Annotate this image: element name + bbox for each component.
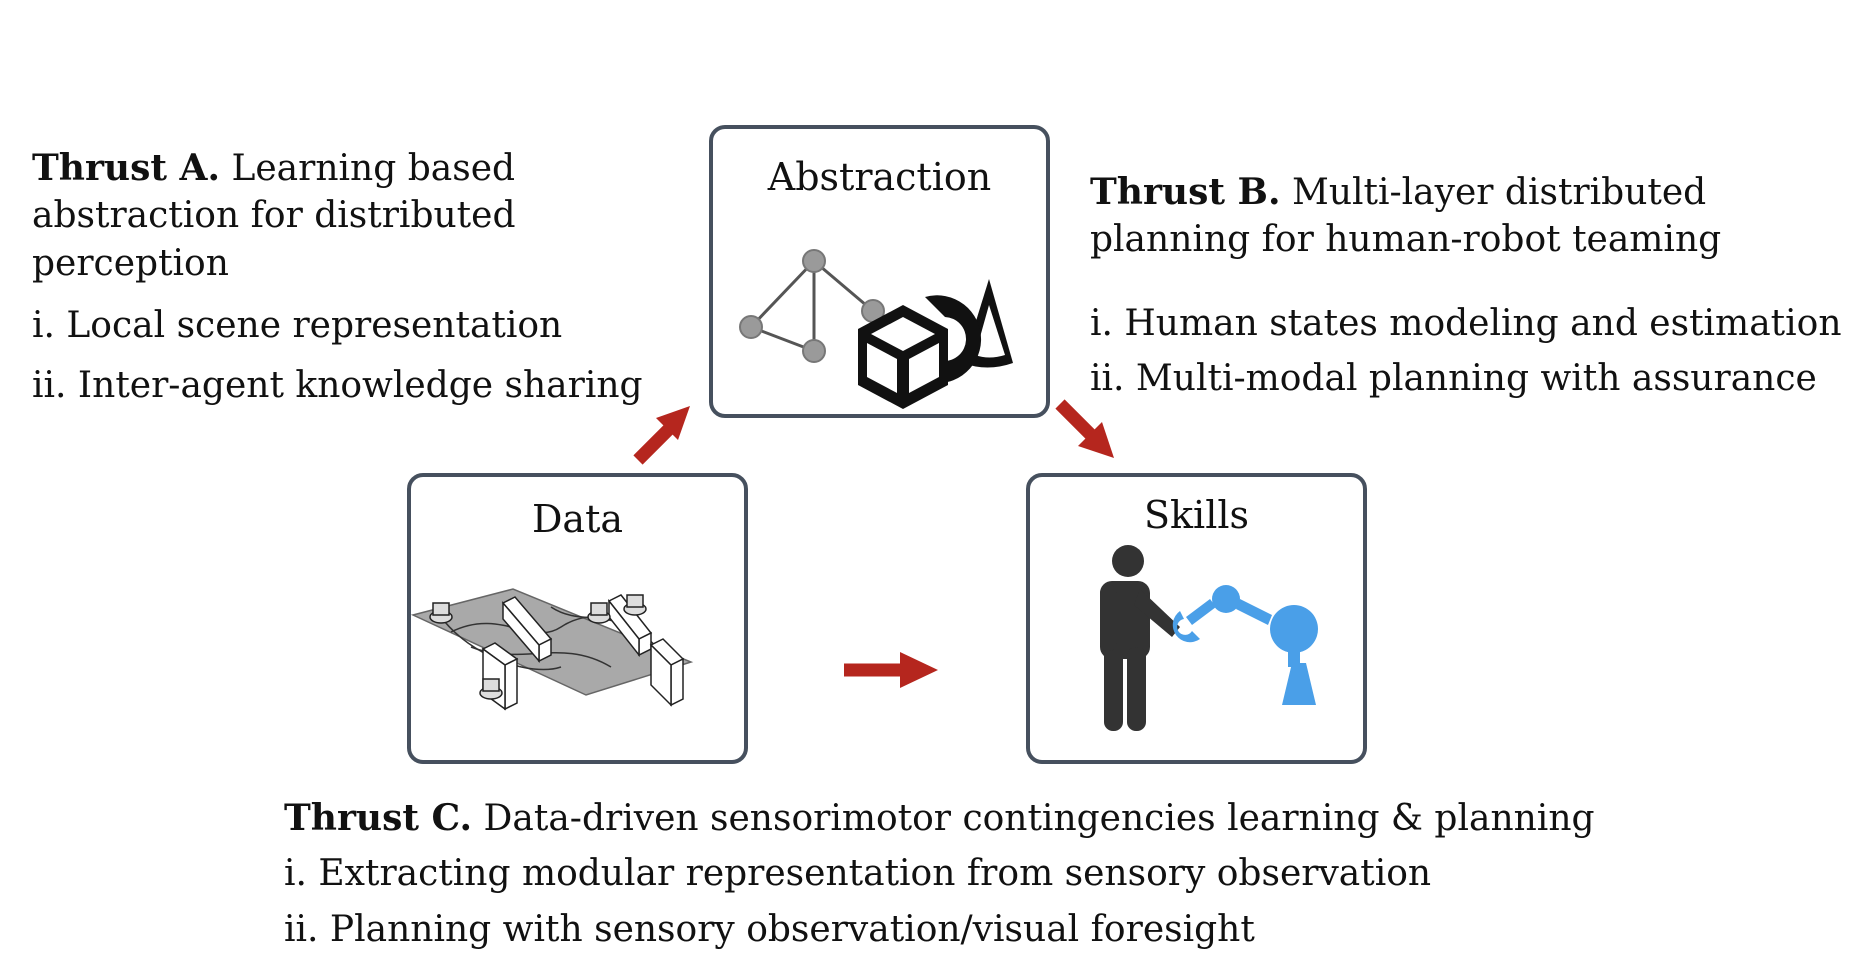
- thrust-a-item-2: ii. Inter-agent knowledge sharing: [32, 365, 643, 406]
- abstraction-box: Abstraction: [709, 125, 1050, 418]
- thrust-b-desc-1: Multi-layer distributed: [1291, 172, 1707, 213]
- skills-title: Skills: [1143, 493, 1250, 537]
- data-title: Data: [531, 497, 624, 541]
- thrust-b-desc-2: planning for human-robot teaming: [1090, 219, 1722, 260]
- thrust-b-line1: Thrust B. Multi-layer distributed: [1090, 168, 1706, 217]
- thrust-a-line1: Thrust A. Learning based: [32, 144, 515, 193]
- thrust-c-item-2: ii. Planning with sensory observation/vi…: [284, 909, 1255, 950]
- data-box: Data: [407, 473, 748, 764]
- human-robot-icon: [1100, 545, 1318, 731]
- thrust-c-desc: Data-driven sensorimotor contingencies l…: [483, 798, 1595, 839]
- thrust-c-line1: Thrust C. Data-driven sensorimotor conti…: [284, 794, 1595, 843]
- thrust-c-item-1: i. Extracting modular representation fro…: [284, 853, 1432, 894]
- thrust-b-item-2: ii. Multi-modal planning with assurance: [1090, 358, 1817, 399]
- arrow-abstraction-to-skills: [1055, 399, 1114, 458]
- skills-box: Skills: [1026, 473, 1367, 764]
- arrow-data-to-abstraction: [633, 406, 690, 465]
- graph-icon: [739, 249, 885, 363]
- shapes-icon: [858, 279, 1013, 409]
- abstraction-title: Abstraction: [767, 155, 992, 199]
- multi-robot-environment-icon: [410, 588, 694, 711]
- thrust-a-item-1: i. Local scene representation: [32, 305, 563, 346]
- thrust-a-heading: Thrust A.: [32, 147, 220, 189]
- thrust-a-desc-2: abstraction for distributed: [32, 195, 516, 236]
- thrust-b-item-1: i. Human states modeling and estimation: [1090, 303, 1842, 344]
- thrust-a-desc-1: Learning based: [231, 148, 516, 189]
- thrust-b-heading: Thrust B.: [1090, 171, 1281, 213]
- thrust-a-desc-3: perception: [32, 243, 229, 284]
- thrust-c-heading: Thrust C.: [284, 797, 473, 839]
- arrow-data-to-skills: [844, 652, 938, 688]
